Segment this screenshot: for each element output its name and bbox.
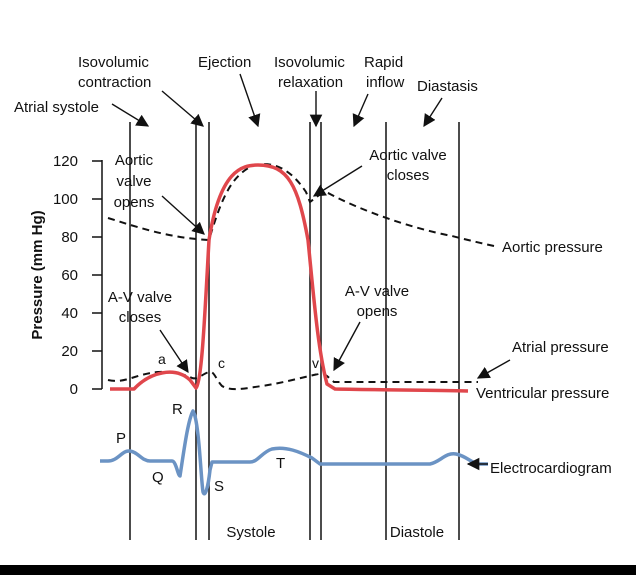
- phase-labels: Atrial systole Isovolumic contraction Ej…: [14, 54, 478, 116]
- arrow-diastasis: [423, 97, 443, 128]
- y-tick-60: 60: [61, 267, 78, 284]
- curve-label-arrows: [466, 359, 511, 471]
- aortic-valve-opens-line2: valve: [116, 173, 151, 190]
- y-tick-120: 120: [53, 153, 78, 170]
- ecg-wave-labels: P Q R S T: [116, 401, 285, 495]
- arrow-isovolumic-contraction: [161, 90, 204, 127]
- y-axis-tick-marks: [92, 160, 102, 390]
- y-tick-100: 100: [53, 191, 78, 208]
- aortic-valve-closes-line1: Aortic valve: [369, 147, 447, 164]
- label-rapid-inflow-1: Rapid: [364, 54, 403, 71]
- wave-a-label: a: [158, 351, 166, 367]
- y-axis-label: Pressure (mm Hg): [29, 210, 46, 339]
- ventricular-pressure-label: Ventricular pressure: [476, 385, 609, 402]
- aortic-pressure-curve: [107, 163, 495, 247]
- phase-divider-lines: [129, 122, 460, 540]
- label-isovolumic-contraction-2: contraction: [78, 74, 151, 91]
- label-ejection: Ejection: [198, 54, 251, 71]
- arrow-aortic-valve-opens: [161, 195, 205, 235]
- label-diastasis: Diastasis: [417, 78, 478, 95]
- wave-v-label: v: [312, 355, 319, 371]
- wave-c-label: c: [218, 355, 225, 371]
- valve-annotations: Aortic valve opens Aortic valve closes A…: [108, 147, 447, 326]
- aortic-pressure-label: Aortic pressure: [502, 239, 603, 256]
- y-tick-80: 80: [61, 229, 78, 246]
- aortic-valve-opens-line3: opens: [114, 194, 155, 211]
- arrow-av-valve-opens: [333, 321, 361, 372]
- av-valve-opens-line1: A-V valve: [345, 283, 409, 300]
- y-axis-ticks: 120 100 80 60 40 20 0: [53, 153, 78, 398]
- label-isovolumic-contraction-1: Isovolumic: [78, 54, 149, 71]
- arrow-rapid-inflow: [352, 93, 369, 128]
- av-valve-closes-line1: A-V valve: [108, 289, 172, 306]
- curve-labels: Aortic pressure Atrial pressure Ventricu…: [476, 239, 612, 477]
- y-tick-20: 20: [61, 343, 78, 360]
- label-rapid-inflow-2: inflow: [366, 74, 405, 91]
- electrocardiogram-label: Electrocardiogram: [490, 460, 612, 477]
- systole-label: Systole: [226, 524, 275, 541]
- label-isovolumic-relaxation-1: Isovolumic: [274, 54, 345, 71]
- y-tick-0: 0: [70, 381, 78, 398]
- arrow-atrial-systole: [111, 103, 150, 127]
- av-valve-opens-line2: opens: [357, 303, 398, 320]
- label-atrial-systole: Atrial systole: [14, 99, 99, 116]
- aortic-valve-opens-line1: Aortic: [115, 152, 154, 169]
- arrow-atrial-pressure: [476, 359, 511, 379]
- diastole-label: Diastole: [390, 524, 444, 541]
- cycle-phase-labels: Systole Diastole: [226, 524, 444, 541]
- ecg-s-label: S: [214, 478, 224, 495]
- ecg-p-label: P: [116, 430, 126, 447]
- atrial-wave-labels: a c v: [158, 351, 319, 371]
- av-valve-closes-line2: closes: [119, 309, 162, 326]
- ecg-q-label: Q: [152, 469, 164, 486]
- ecg-r-label: R: [172, 401, 183, 418]
- ventricular-pressure-curve: [110, 163, 469, 393]
- ecg-t-label: T: [276, 455, 285, 472]
- aortic-valve-closes-line2: closes: [387, 167, 430, 184]
- arrow-ejection: [239, 73, 261, 128]
- phase-label-arrows: [111, 73, 443, 128]
- valve-annotation-arrows: [159, 165, 363, 374]
- arrow-aortic-valve-closes: [312, 165, 363, 197]
- atrial-pressure-curve: [107, 370, 478, 391]
- electrocardiogram-trace: [100, 409, 488, 496]
- y-tick-40: 40: [61, 305, 78, 322]
- arrow-av-valve-closes: [159, 329, 189, 374]
- label-isovolumic-relaxation-2: relaxation: [278, 74, 343, 91]
- atrial-pressure-label: Atrial pressure: [512, 339, 609, 356]
